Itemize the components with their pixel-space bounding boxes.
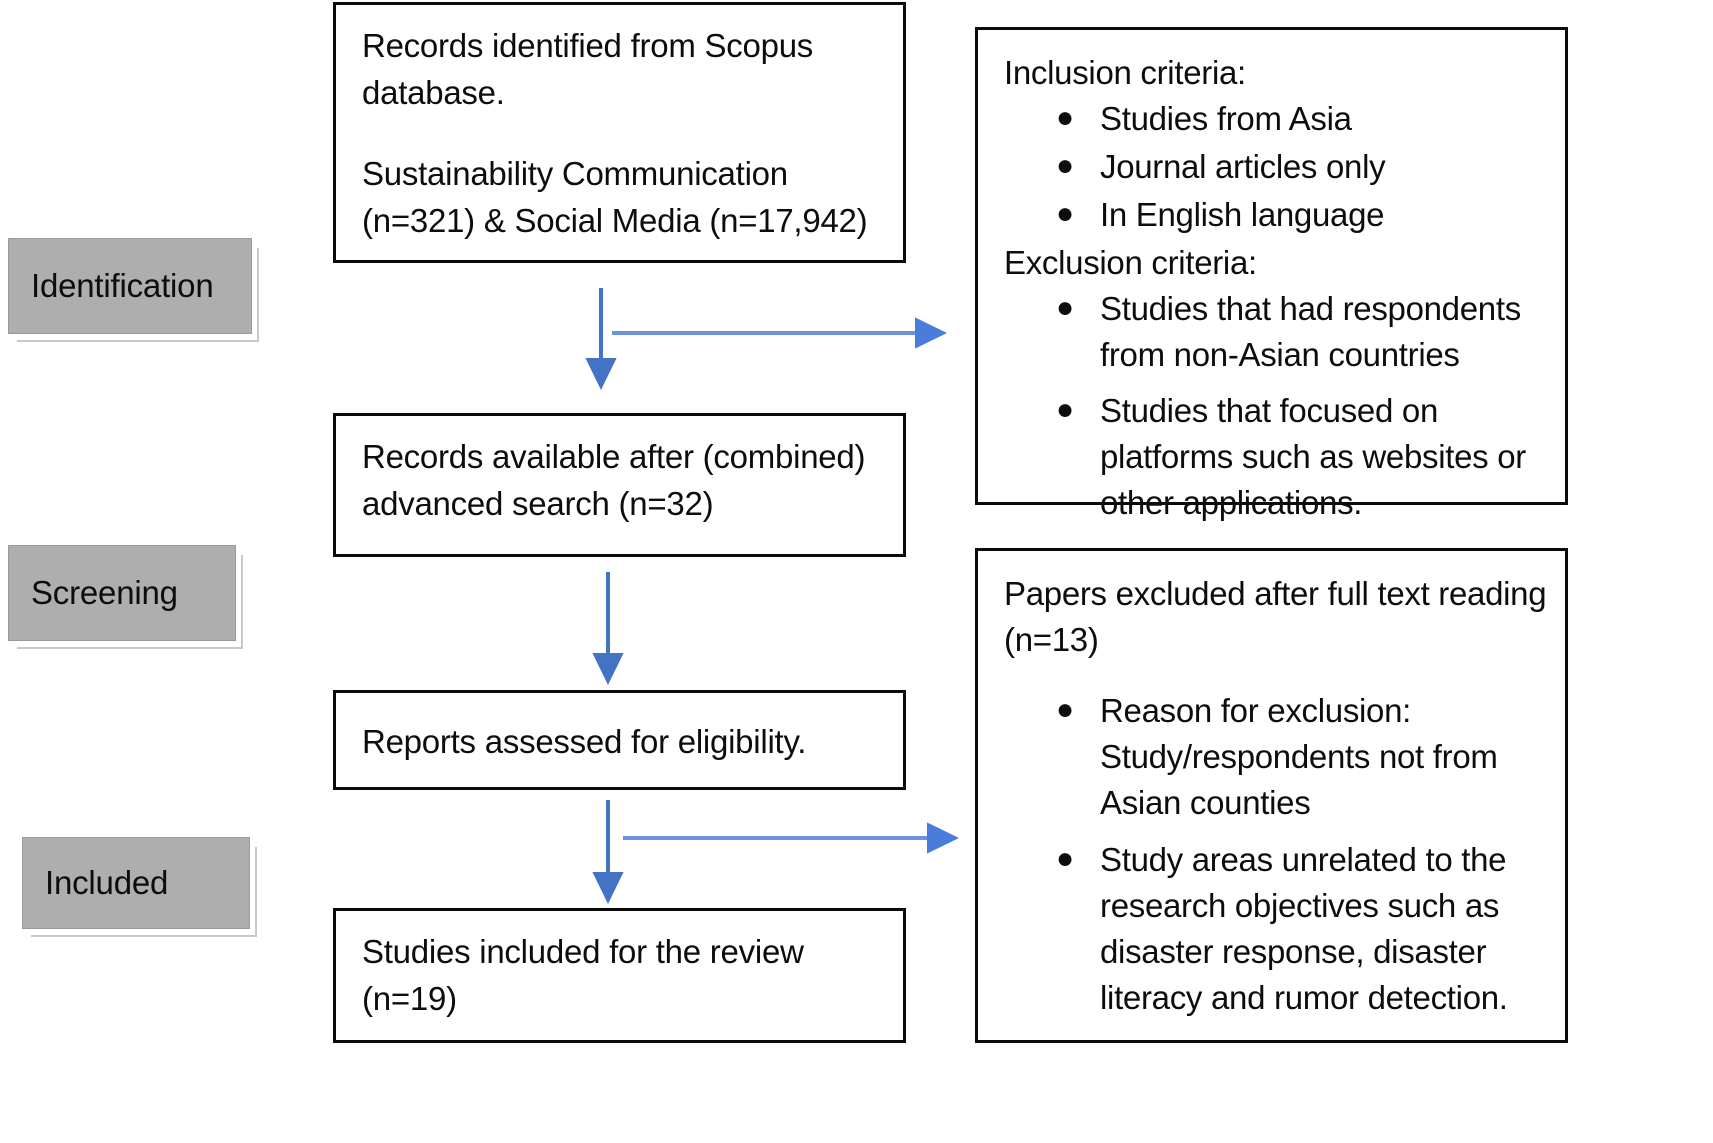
excluded-heading-line-1: Papers excluded after full text reading: [1004, 575, 1547, 612]
bullet-icon: ●: [1056, 196, 1074, 230]
stage-chip-included: Included: [22, 837, 250, 929]
bullet-icon: ●: [1056, 693, 1074, 727]
flow-box-reports-assessed: Reports assessed for eligibility.: [333, 690, 906, 790]
criteria-box: Inclusion criteria: ● Studies from Asia …: [975, 27, 1568, 521]
excluded-reasons-list: ● Reason for exclusion: Study/respondent…: [1004, 688, 1549, 1021]
flow-box-records-identified: Records identified from Scopus database.…: [333, 2, 906, 263]
list-item-label: Studies that focused on platforms such a…: [1100, 392, 1526, 522]
records-identified-line-4: (n=321) & Social Media (n=17,942): [362, 201, 868, 239]
list-item: ● In English language: [1056, 192, 1549, 238]
studies-included-line-2: (n=19): [362, 979, 457, 1017]
list-item: ● Studies from Asia: [1056, 96, 1549, 142]
list-item-label: Studies that had respondents from non-As…: [1100, 289, 1521, 373]
list-item: ● Journal articles only: [1056, 144, 1549, 190]
studies-included-line-1: Studies included for the review: [362, 933, 804, 970]
list-item-label: Reason for exclusion: Study/respondents …: [1100, 692, 1498, 822]
bullet-icon: ●: [1056, 148, 1074, 182]
flow-box-records-available: Records available after (combined) advan…: [333, 413, 906, 557]
inclusion-criteria-heading: Inclusion criteria:: [1004, 54, 1246, 91]
records-available-line-2: advanced search (n=32): [362, 484, 714, 522]
records-available-line-1: Records available after (combined): [362, 438, 866, 475]
exclusion-criteria-list: ● Studies that had respondents from non-…: [1004, 286, 1549, 527]
list-item-label: In English language: [1100, 195, 1385, 233]
bullet-icon: ●: [1056, 841, 1074, 875]
exclusion-criteria-heading: Exclusion criteria:: [1004, 244, 1257, 282]
spacer: [1004, 662, 1549, 688]
bullet-icon: ●: [1056, 393, 1074, 426]
excluded-papers-box: Papers excluded after full text reading …: [975, 548, 1568, 1043]
stage-label-included: Included: [45, 863, 169, 901]
bullet-icon: ●: [1056, 290, 1074, 324]
list-item: ● Studies that focused on platforms such…: [1056, 388, 1549, 527]
flow-box-studies-included: Studies included for the review (n=19): [333, 908, 906, 1043]
bullet-icon: ●: [1056, 100, 1074, 134]
stage-chip-identification: Identification: [8, 238, 252, 334]
list-item-label: Study areas unrelated to the research ob…: [1100, 840, 1508, 1017]
records-identified-line-3: Sustainability Communication: [362, 154, 788, 192]
list-item: ● Reason for exclusion: Study/respondent…: [1056, 688, 1549, 827]
list-item: ● Study areas unrelated to the research …: [1056, 837, 1549, 1022]
stage-label-screening: Screening: [31, 573, 178, 611]
reports-assessed-line-1: Reports assessed for eligibility.: [362, 722, 807, 760]
list-item-label: Studies from Asia: [1100, 99, 1352, 137]
stage-chip-screening: Screening: [8, 545, 236, 641]
list-item: ● Studies that had respondents from non-…: [1056, 286, 1549, 378]
list-item-label: Journal articles only: [1100, 147, 1386, 185]
records-identified-line-1: Records identified from Scopus: [362, 27, 814, 64]
records-identified-line-2: database.: [362, 73, 505, 111]
excluded-heading-line-2: (n=13): [1004, 620, 1099, 658]
stage-label-identification: Identification: [31, 266, 214, 304]
inclusion-criteria-list: ● Studies from Asia ● Journal articles o…: [1004, 96, 1549, 239]
